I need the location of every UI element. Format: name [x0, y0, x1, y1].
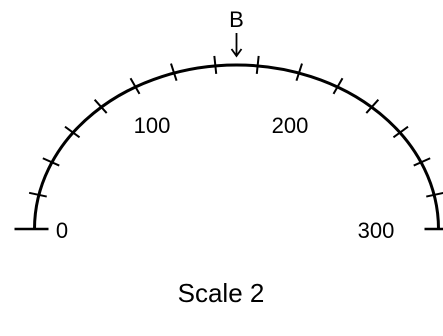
- tick-label-100: 100: [134, 113, 171, 138]
- tick-20: [28, 191, 47, 198]
- marker-label: B: [229, 7, 244, 32]
- tick-260: [413, 157, 431, 167]
- tick-140: [213, 55, 218, 74]
- tick-marks: [28, 55, 443, 198]
- tick-240: [392, 125, 409, 139]
- tick-200: [332, 77, 344, 95]
- tick-100: [129, 77, 141, 95]
- scale-arc: [33, 63, 440, 230]
- tick-40: [42, 157, 60, 167]
- tick-80: [93, 99, 108, 114]
- tick-labels: 0 100 200 300: [56, 113, 394, 243]
- tick-label-200: 200: [272, 113, 309, 138]
- tick-220: [365, 99, 380, 114]
- tick-180: [295, 63, 303, 81]
- tick-label-0: 0: [56, 218, 68, 243]
- tick-160: [255, 55, 260, 74]
- scale-title: Scale 2: [178, 278, 265, 308]
- tick-280: [426, 191, 443, 198]
- tick-label-300: 300: [358, 218, 395, 243]
- tick-60: [64, 125, 81, 139]
- marker-arrow-icon: [230, 33, 243, 58]
- tick-120: [170, 63, 178, 81]
